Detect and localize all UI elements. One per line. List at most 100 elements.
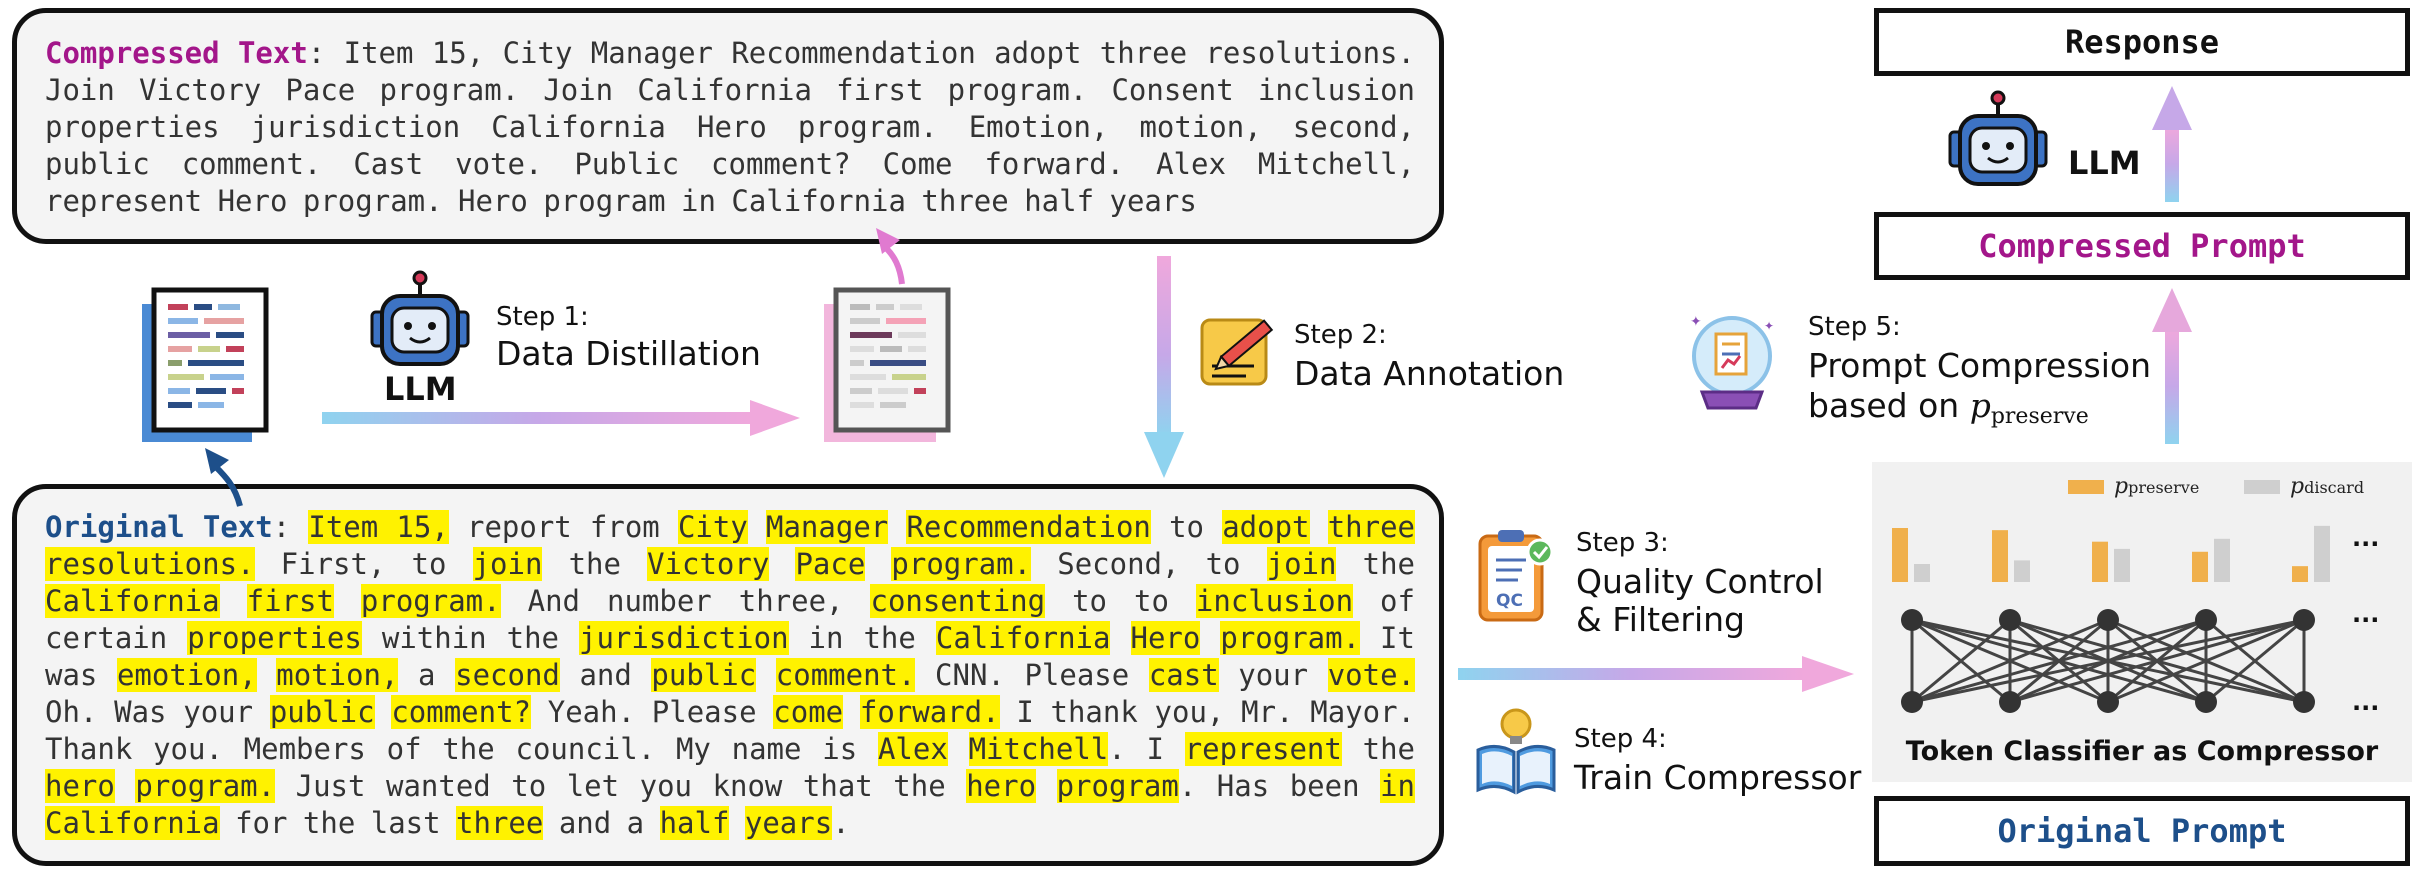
step5-math-p: p <box>1969 386 1991 425</box>
text-segment: . I <box>1108 732 1185 766</box>
original-text: Original Text: Item 15, report from City… <box>45 509 1416 842</box>
text-segment: in the <box>788 621 936 655</box>
highlighted-token: comment. <box>775 658 916 692</box>
text-segment <box>748 510 766 544</box>
highlighted-token: in <box>1380 769 1416 803</box>
highlighted-token: three <box>1327 510 1416 544</box>
network-node <box>1999 691 2021 713</box>
highlighted-token: Manager <box>766 510 889 544</box>
text-segment: certain <box>45 621 188 655</box>
distill-arrow-icon <box>322 400 800 436</box>
bars-ellipsis: ... <box>2352 524 2380 552</box>
curved-arrow-pink-icon <box>876 228 905 285</box>
pencil-note-icon <box>1200 318 1274 386</box>
highlighted-token: program. <box>891 547 1032 581</box>
discard-bar <box>2114 548 2130 582</box>
text-segment: within the <box>361 621 580 655</box>
curved-arrow-up-icon <box>205 448 243 507</box>
text-segment: and a <box>543 806 660 840</box>
step5-subtitle-2: based on ppreserve <box>1808 386 2089 437</box>
text-segment: CNN. Please <box>915 658 1149 692</box>
response-box: Response <box>1874 8 2410 76</box>
step3-subtitle-2: & Filtering <box>1576 600 1745 639</box>
network-node <box>2195 609 2217 631</box>
network-edge <box>2205 618 2305 704</box>
quality-control-icon: QC <box>1478 530 1554 622</box>
network-edge <box>1911 618 2109 704</box>
highlighted-token: Item 15, <box>308 510 449 544</box>
text-segment: . <box>832 806 850 840</box>
text-segment: and <box>559 658 652 692</box>
network-edge <box>1911 618 2305 704</box>
highlighted-token: adopt <box>1222 510 1310 544</box>
legend-discard-p: p <box>2290 474 2305 499</box>
highlighted-token: motion, <box>276 658 399 692</box>
highlighted-token: Pace <box>795 547 866 581</box>
legend-preserve-swatch <box>2068 479 2104 494</box>
step3-subtitle-1: Quality Control <box>1576 562 1824 601</box>
text-segment <box>334 584 361 618</box>
step5-subtitle-1: Prompt Compression <box>1808 346 2152 385</box>
highlighted-token: represent <box>1184 732 1342 766</box>
highlighted-token: California <box>45 806 220 840</box>
network-node <box>2293 609 2315 631</box>
text-segment <box>290 510 308 544</box>
discard-bar <box>1914 564 1930 582</box>
text-segment: of <box>1353 584 1415 618</box>
text-segment <box>1200 621 1220 655</box>
highlighted-token: Hero <box>1130 621 1201 655</box>
qc-icon-text: QC <box>1496 591 1523 611</box>
text-segment <box>888 510 906 544</box>
robot-icon <box>370 270 470 366</box>
highlighted-token: California <box>45 584 220 618</box>
original-text-box: Original Text: Item 15, report from City… <box>12 484 1444 866</box>
highlighted-token: forward. <box>859 695 1000 729</box>
text-segment: Thank you. Members of the council. My na… <box>45 732 878 766</box>
svg-text:✦: ✦ <box>1764 319 1774 333</box>
text-segment <box>1110 621 1130 655</box>
compressed-text-colon: : <box>307 36 326 70</box>
step2-title: Step 2: <box>1294 320 1387 350</box>
discard-bar <box>2214 538 2230 582</box>
discard-bar <box>2314 525 2330 582</box>
text-segment: I thank you, Mr. Mayor. <box>999 695 1415 729</box>
compressed-text: Compressed Text: Item 15, City Manager R… <box>45 35 1415 220</box>
step5-subtitle-2-text: based on <box>1808 386 1970 425</box>
text-segment: . Has been <box>1178 769 1381 803</box>
svg-text:✦: ✦ <box>1690 314 1702 330</box>
text-segment <box>865 547 891 581</box>
token-classifier-panel <box>1872 462 2412 782</box>
text-segment <box>769 547 795 581</box>
highlighted-token: hero <box>45 769 115 803</box>
legend-preserve-p: p <box>2114 474 2129 499</box>
network-edge <box>2009 618 2305 704</box>
text-segment: Yeah. Please <box>531 695 774 729</box>
probability-bars <box>1892 525 2330 582</box>
crystal-ball-icon: ✦ ✦ <box>1690 314 1774 410</box>
original-text-colon: : <box>272 510 291 544</box>
legend-discard: pdiscard <box>2244 474 2364 499</box>
text-segment: Oh. Was your <box>45 695 270 729</box>
text-segment: the <box>1336 547 1415 581</box>
compression-arrow-icon <box>2152 288 2192 444</box>
legend-preserve-label: ppreserve <box>2114 474 2199 499</box>
legend-preserve-sub: preserve <box>2128 478 2200 497</box>
highlighted-token: program. <box>1220 621 1361 655</box>
preserve-bar <box>1992 530 2008 582</box>
neural-network-diagram <box>1901 609 2315 713</box>
text-segment <box>756 658 776 692</box>
token-classifier-title: Token Classifier as Compressor <box>1905 736 2379 767</box>
text-segment: to to <box>1045 584 1196 618</box>
text-segment: the <box>542 547 648 581</box>
network-node <box>2293 691 2315 713</box>
train-arrow-icon <box>1458 656 1854 692</box>
network-node <box>2097 691 2119 713</box>
text-segment: the <box>1341 732 1416 766</box>
highlighted-token: Recommendation <box>906 510 1151 544</box>
original-document-icon <box>142 287 269 442</box>
legend-discard-swatch <box>2244 479 2280 494</box>
legend-discard-sub: discard <box>2304 478 2365 497</box>
preserve-bar <box>2092 541 2108 582</box>
highlighted-token: join <box>472 547 543 581</box>
highlighted-token: hero <box>966 769 1037 803</box>
